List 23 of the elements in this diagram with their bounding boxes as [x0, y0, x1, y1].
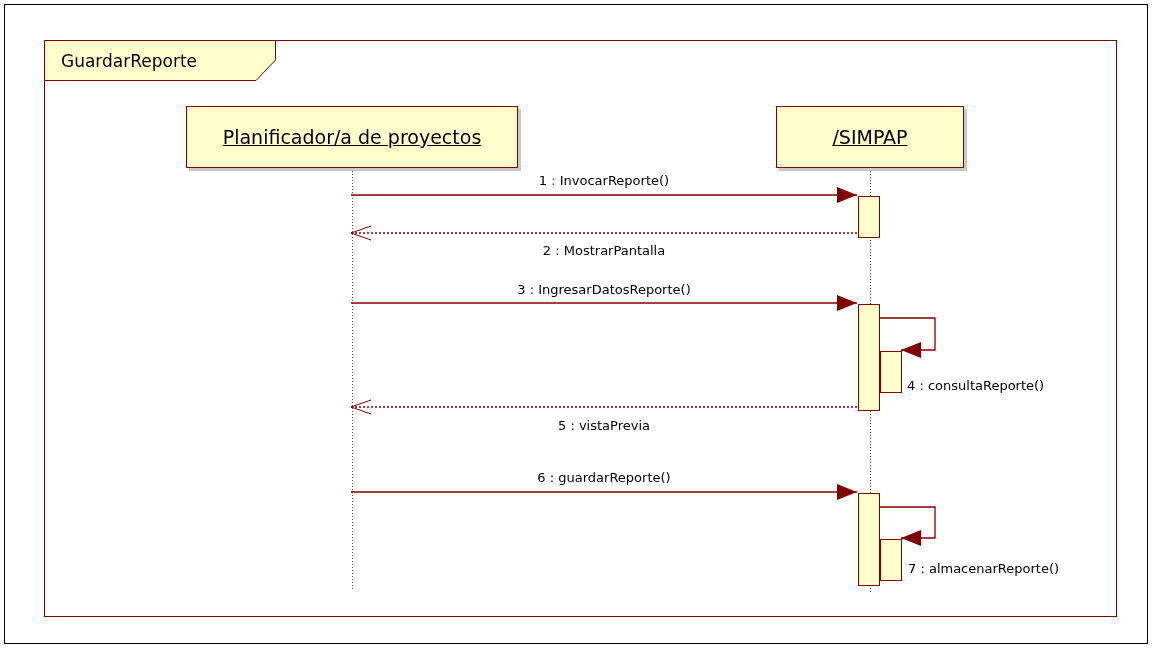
activation-bar [880, 351, 902, 393]
activation-bar [858, 304, 880, 411]
lifeline-name: /SIMPAP [832, 126, 908, 148]
message-arrow [350, 187, 858, 203]
message-label: 6 : guardarReporte() [537, 470, 671, 485]
frame-box [44, 40, 1117, 617]
message-label: 3 : IngresarDatosReporte() [517, 282, 691, 297]
message-label: 1 : InvocarReporte() [538, 173, 670, 188]
self-message-arrow [878, 317, 936, 358]
activation-bar [858, 493, 880, 586]
lifeline-name: Planificador/a de proyectos [222, 126, 482, 148]
message-label: 5 : vistaPrevia [558, 418, 650, 433]
message-label: 7 : almacenarReporte() [908, 561, 1060, 576]
frame-title: GuardarReporte [61, 51, 198, 71]
message-arrow [350, 484, 858, 500]
activation-bar [880, 539, 902, 581]
return-message-arrow [350, 399, 858, 415]
message-arrow [350, 295, 858, 311]
self-message-arrow [878, 506, 936, 546]
return-message-arrow [350, 225, 858, 241]
message-label: 2 : MostrarPantalla [542, 243, 666, 258]
message-label: 4 : consultaReporte() [907, 378, 1045, 393]
activation-bar [858, 196, 880, 238]
